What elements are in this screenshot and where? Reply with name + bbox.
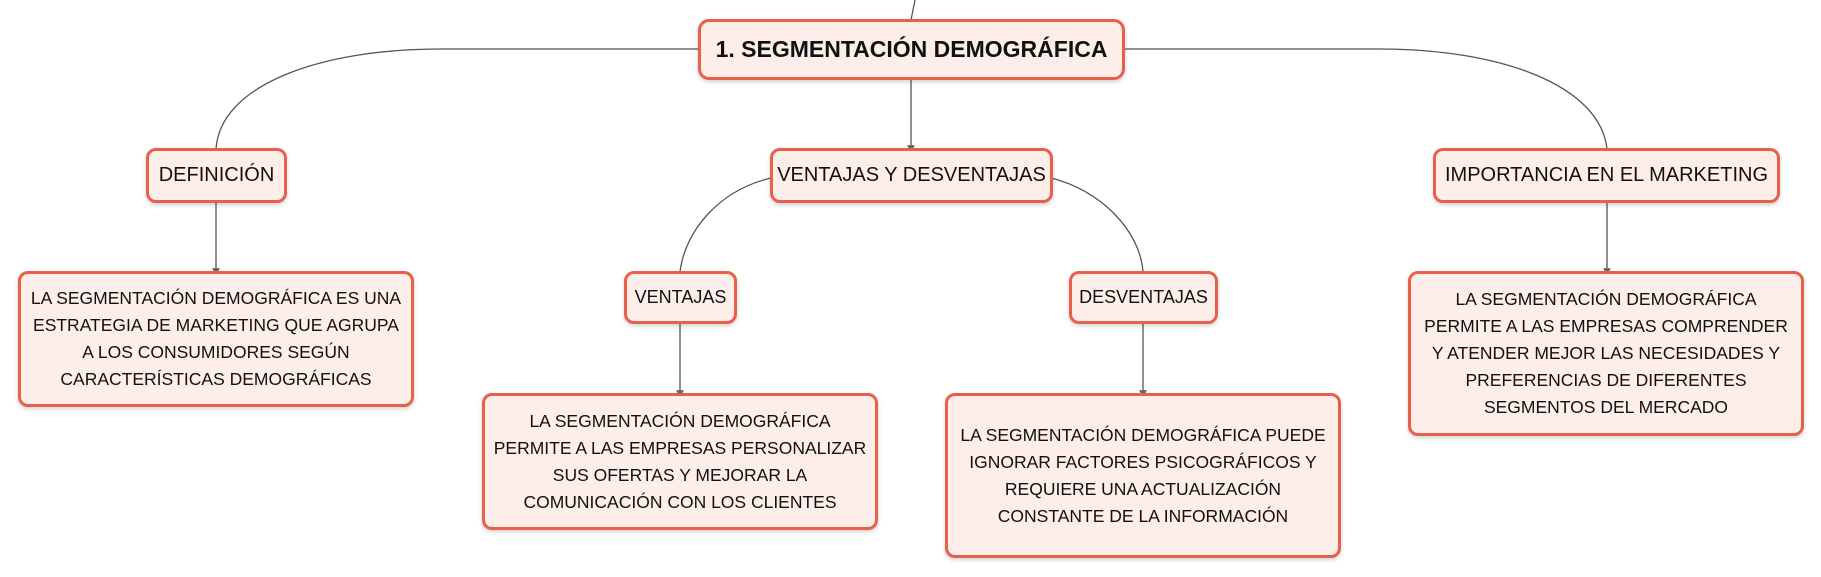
topic-definicion[interactable]: DEFINICIÓN [146,148,287,203]
leaf-definicion-text: LA SEGMENTACIÓN DEMOGRÁFICA ES UNA ESTRA… [30,288,402,389]
subtopic-ventajas[interactable]: VENTAJAS [624,271,737,324]
leaf-ventajas-text: LA SEGMENTACIÓN DEMOGRÁFICA PERMITE A LA… [493,410,867,512]
subtopic-desventajas-label: DESVENTAJAS [1079,287,1208,307]
leaf-desventajas-text: LA SEGMENTACIÓN DEMOGRÁFICA PUEDE IGNORA… [960,424,1326,526]
leaf-definicion[interactable]: LA SEGMENTACIÓN DEMOGRÁFICA ES UNA ESTRA… [18,271,414,407]
topic-importancia[interactable]: IMPORTANCIA EN EL MARKETING [1433,148,1780,203]
connector-vd-desventajas [1050,177,1144,273]
leaf-desventajas[interactable]: LA SEGMENTACIÓN DEMOGRÁFICA PUEDE IGNORA… [945,393,1341,558]
topic-importancia-label: IMPORTANCIA EN EL MARKETING [1444,164,1769,186]
leaf-importancia[interactable]: LA SEGMENTACIÓN DEMOGRÁFICA PERMITE A LA… [1408,271,1804,436]
topic-ventajas-desventajas-label: VENTAJAS Y DESVENTAJAS [777,164,1046,186]
connector-root-importancia [1124,48,1608,150]
subtopic-ventajas-label: VENTAJAS [634,287,727,307]
connector-vd-ventajas [679,177,772,273]
connector-root-definicion [215,48,700,150]
root-node[interactable]: 1. SEGMENTACIÓN DEMOGRÁFICA [698,19,1125,80]
leaf-importancia-text: LA SEGMENTACIÓN DEMOGRÁFICA PERMITE A LA… [1424,289,1788,417]
connector-parent-root [910,0,916,21]
root-node-label: 1. SEGMENTACIÓN DEMOGRÁFICA [715,36,1108,62]
leaf-ventajas[interactable]: LA SEGMENTACIÓN DEMOGRÁFICA PERMITE A LA… [482,393,878,530]
subtopic-desventajas[interactable]: DESVENTAJAS [1069,271,1218,324]
topic-ventajas-desventajas[interactable]: VENTAJAS Y DESVENTAJAS [770,148,1053,203]
topic-definicion-label: DEFINICIÓN [158,164,275,186]
